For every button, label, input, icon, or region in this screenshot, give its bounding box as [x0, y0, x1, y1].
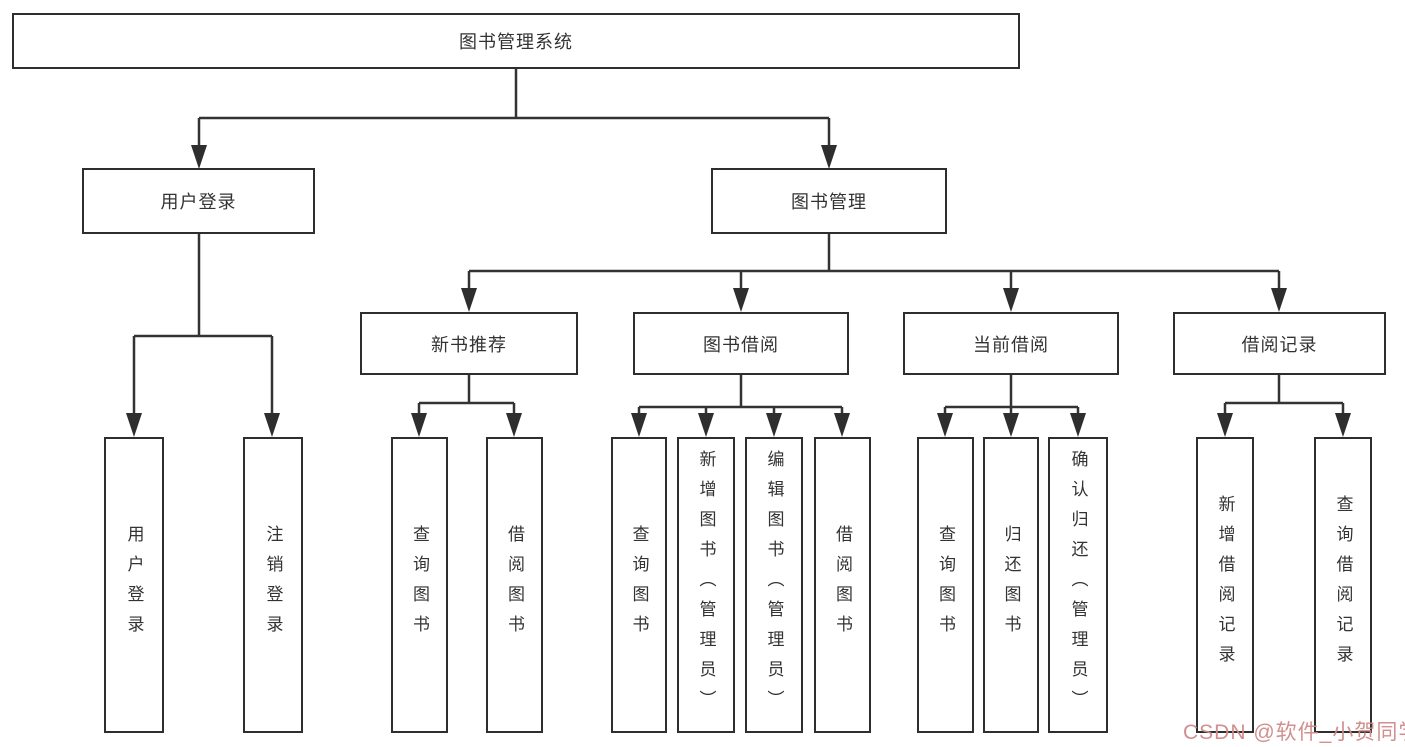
node-borrow-records: 借阅记录	[1173, 312, 1386, 375]
leaf-return-book: 归还图书	[983, 437, 1039, 733]
leaf-query-borrow-record: 查询借阅记录	[1314, 437, 1372, 733]
node-label: 查询图书	[410, 525, 429, 645]
node-label: 当前借阅	[973, 334, 1049, 355]
leaf-borrow-books-borrow: 借阅图书	[814, 437, 871, 733]
node-library-system: 图书管理系统	[12, 13, 1020, 69]
leaf-logout: 注销登录	[243, 437, 303, 733]
connector-root	[191, 69, 837, 169]
leaf-confirm-return-admin: 确认归还（管理员）	[1048, 437, 1108, 733]
leaf-borrow-books-recommend: 借阅图书	[486, 437, 543, 733]
watermark: CSDN @软件_小贺同学	[1183, 721, 1405, 744]
node-label: 归还图书	[1001, 525, 1021, 645]
node-label: 查询借阅记录	[1333, 495, 1353, 675]
node-label: 确认归还（管理员）	[1068, 450, 1088, 720]
node-label: 图书管理	[791, 192, 867, 212]
leaf-add-borrow-record: 新增借阅记录	[1196, 437, 1254, 733]
node-label: 图书借阅	[703, 334, 779, 355]
node-label: 借阅图书	[833, 525, 852, 645]
connector-book-borrow	[631, 375, 850, 437]
node-book-management: 图书管理	[711, 168, 947, 234]
node-label: 借阅记录	[1241, 334, 1318, 355]
node-label: 用户登录	[160, 192, 237, 212]
node-label: 新增借阅记录	[1215, 495, 1235, 675]
connector-user-login	[126, 234, 280, 437]
leaf-edit-book-admin: 编辑图书（管理员）	[745, 437, 803, 733]
node-current-borrow: 当前借阅	[903, 312, 1119, 375]
leaf-add-book-admin: 新增图书（管理员）	[677, 437, 735, 733]
node-label: 新书推荐	[431, 334, 507, 355]
leaf-user-login: 用户登录	[104, 437, 164, 733]
node-user-login: 用户登录	[82, 168, 315, 234]
node-label: 编辑图书（管理员）	[764, 450, 784, 720]
node-label: 借阅图书	[505, 525, 524, 645]
node-label: 查询图书	[936, 525, 955, 645]
leaf-query-books-recommend: 查询图书	[391, 437, 448, 733]
node-label: 图书管理系统	[459, 32, 573, 52]
connector-current-borrow	[937, 375, 1086, 437]
node-new-book-recommend: 新书推荐	[360, 312, 578, 375]
node-label: 注销登录	[263, 525, 283, 645]
leaf-query-books-current: 查询图书	[917, 437, 974, 733]
connector-book-management	[461, 234, 1287, 312]
node-label: 用户登录	[124, 525, 144, 645]
node-label: 查询图书	[629, 525, 649, 645]
node-book-borrow: 图书借阅	[633, 312, 849, 375]
connector-borrow-records	[1217, 375, 1351, 437]
connector-new-book-recommend	[411, 375, 522, 437]
leaf-query-books-borrow: 查询图书	[611, 437, 667, 733]
node-label: 新增图书（管理员）	[696, 450, 716, 720]
